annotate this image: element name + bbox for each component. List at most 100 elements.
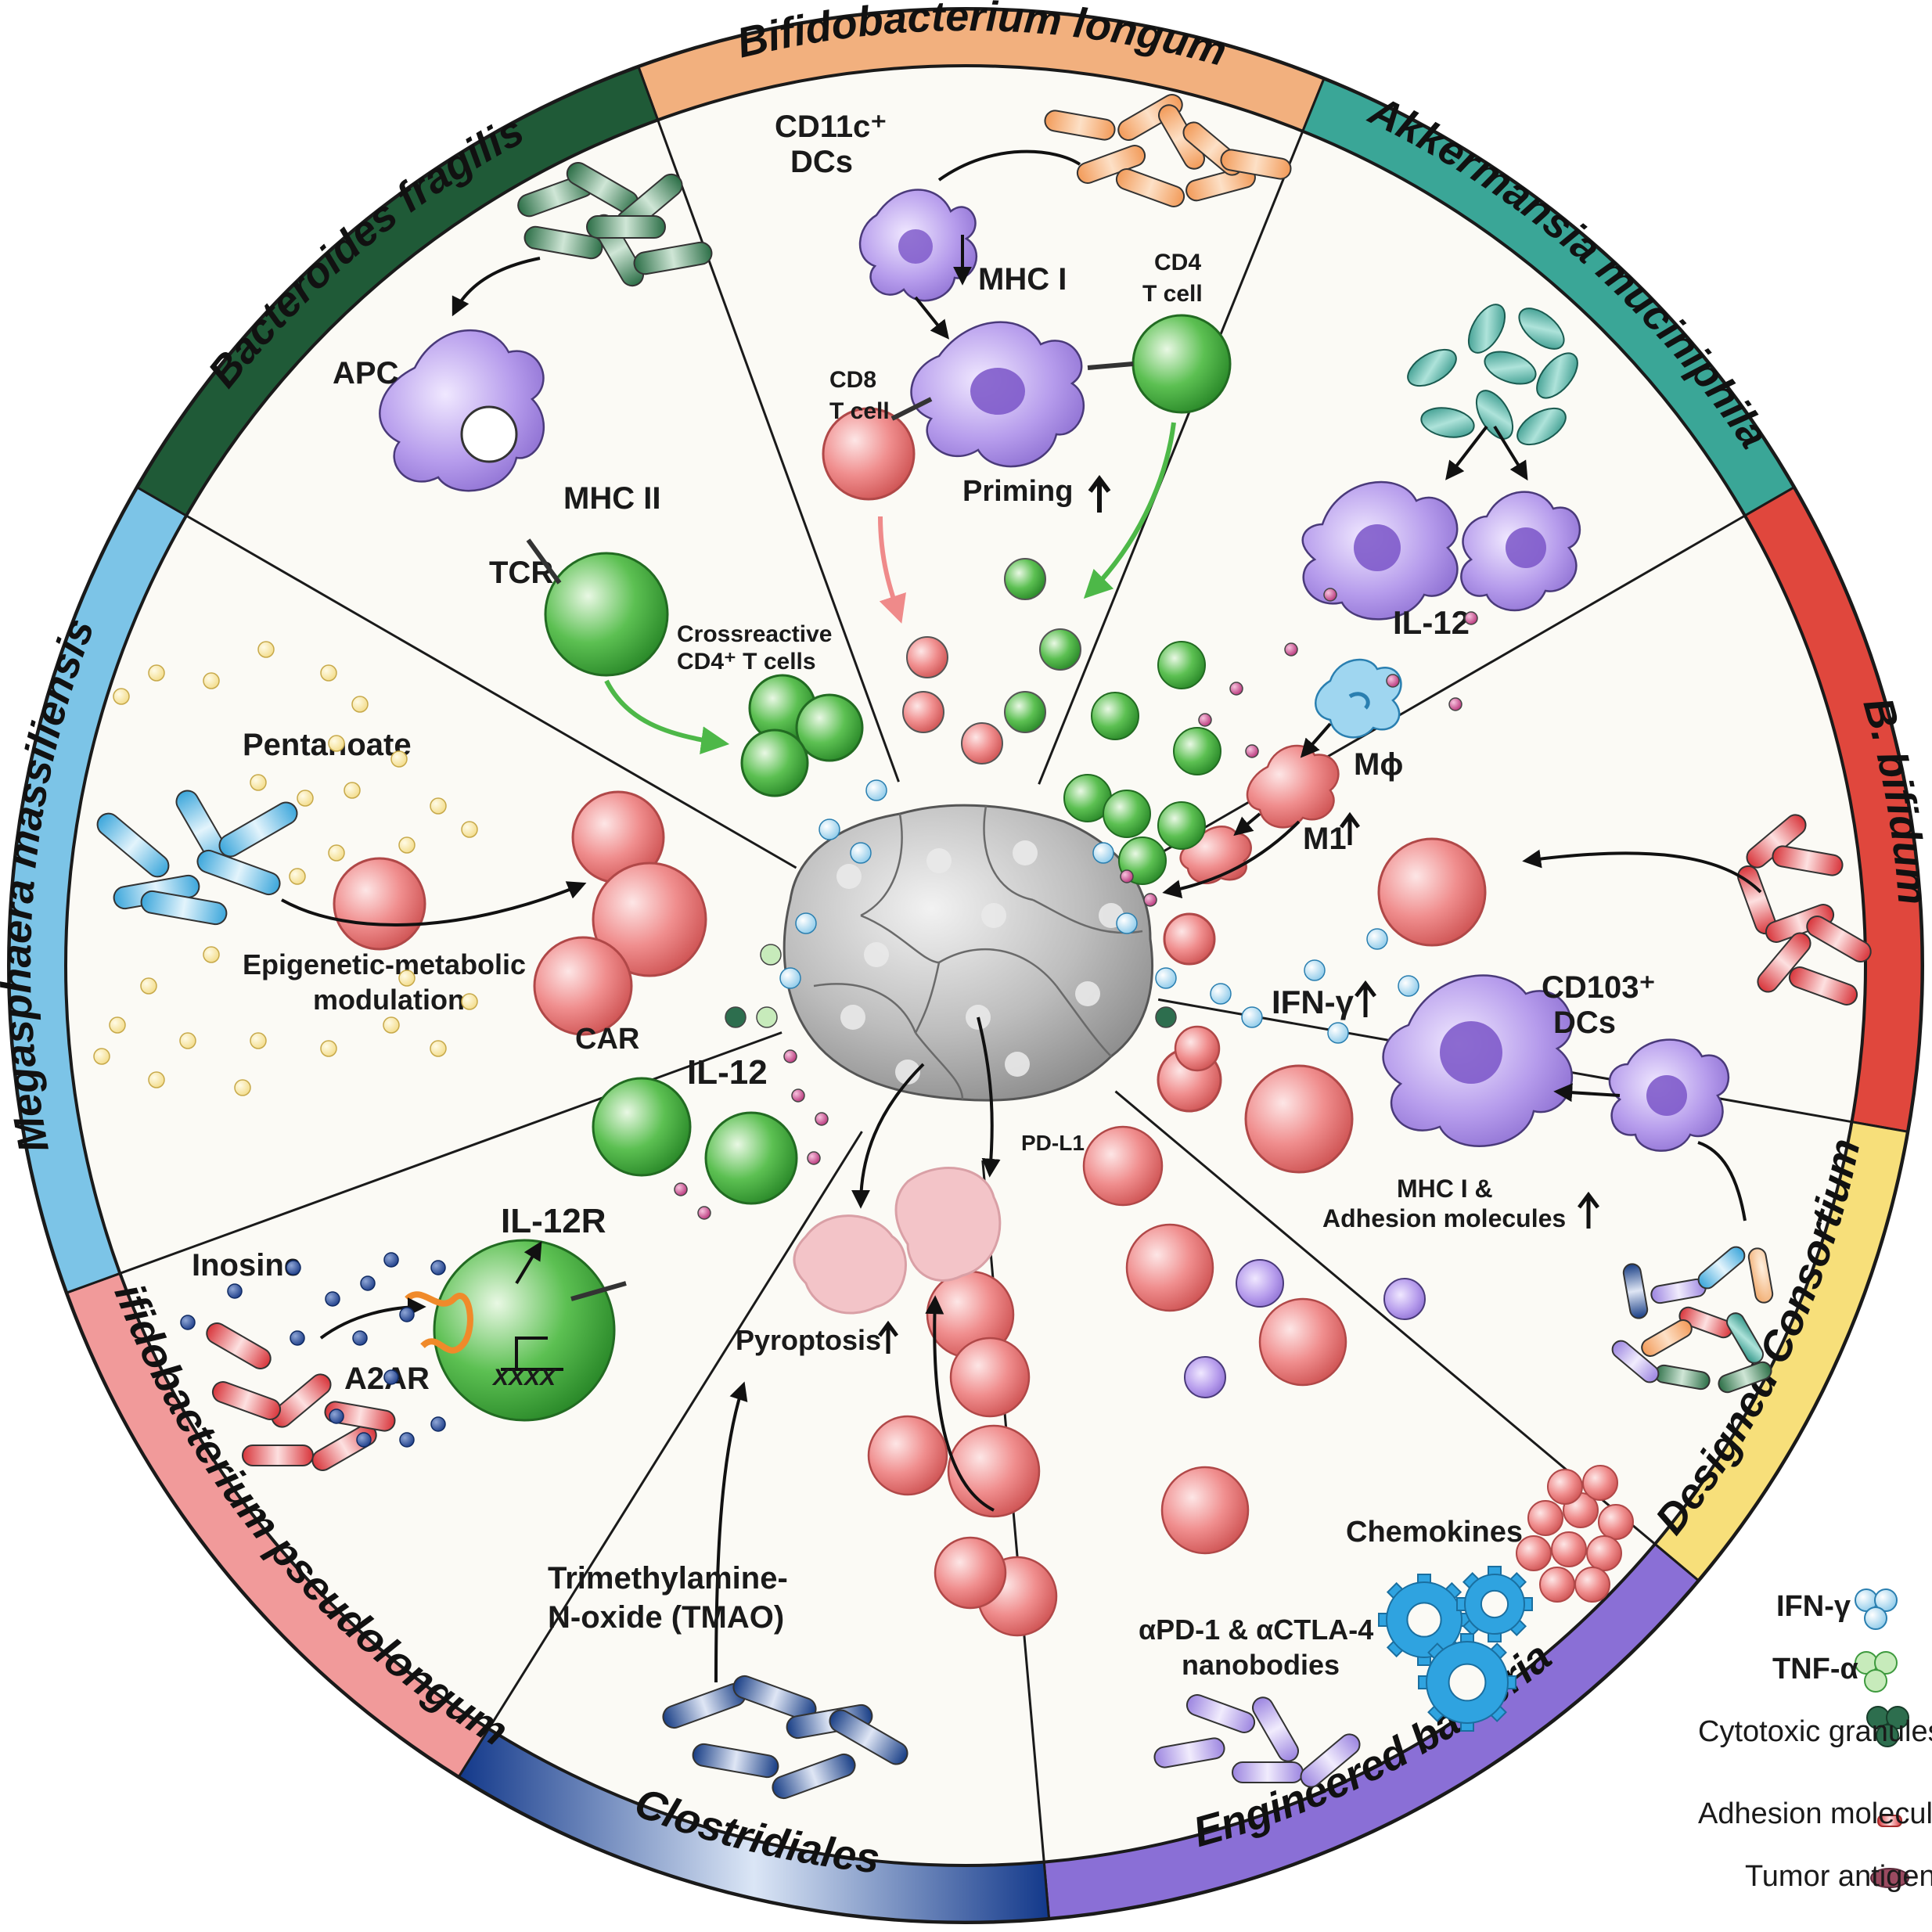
cd4-label-1: CD4 — [1154, 250, 1201, 275]
molecule-dot — [850, 842, 872, 864]
nanobody-label-1: αPD-1 & αCTLA-4 — [1139, 1614, 1373, 1646]
effector-t-cell — [906, 636, 948, 678]
molecule-dot — [461, 993, 478, 1010]
pdl1-label: PD-L1 — [1021, 1131, 1085, 1155]
dc-cell-bifidum-right — [1608, 1038, 1730, 1152]
crossreactive-label-1: Crossreactive — [677, 621, 832, 647]
cd8-cell-bifidum-bottom — [1244, 1064, 1354, 1174]
molecule-dot — [865, 779, 887, 801]
molecule-dot — [697, 1206, 711, 1220]
up-arrow-icon — [1355, 980, 1376, 1017]
molecule-dot — [398, 836, 416, 854]
molecule-dot — [756, 1006, 778, 1028]
panel-b-longum: CD11c⁺ DCs MHC I CD4 T cell CD8 T cell P… — [775, 94, 1292, 765]
cd4-t-cell-b-fragilis — [526, 538, 669, 677]
mhc-i-dc-cell — [910, 321, 1085, 468]
bacterium-rod — [206, 1322, 272, 1369]
chemokines-label: Chemokines — [1346, 1516, 1523, 1549]
molecule-dot — [1448, 697, 1462, 711]
bacterium-rod — [829, 1709, 908, 1765]
up-arrow-icon — [1088, 475, 1111, 513]
pyroptotic-cell-2 — [894, 1167, 1002, 1282]
car-t-cells — [533, 790, 707, 1036]
bacterium-rod — [196, 849, 281, 896]
molecule-dot — [1245, 744, 1259, 758]
molecule-dot — [1304, 959, 1326, 981]
molecule-dot — [140, 977, 157, 995]
inosine-molecules — [180, 1252, 446, 1448]
molecule-dot — [1155, 967, 1177, 989]
effector-t-cell — [1039, 628, 1081, 671]
cd8-t-cell — [1174, 1025, 1221, 1072]
molecule-dot — [1120, 869, 1134, 883]
crossreactive-label-2: CD4⁺ T cells — [677, 649, 816, 675]
epigenetic-label-1: Epigenetic-metabolic — [243, 948, 526, 980]
cd4-label-2: T cell — [1142, 281, 1203, 307]
bacterium-rod — [1747, 1247, 1774, 1304]
cd103-dc-cell — [1382, 974, 1574, 1147]
cd8-t-cell — [1173, 727, 1221, 775]
bacterium-rod — [1726, 1312, 1764, 1364]
molecule-dot — [328, 735, 345, 752]
cd8-t-cell — [1082, 1125, 1164, 1207]
legend-granule-label: Cytotoxic granules — [1698, 1715, 1932, 1748]
effector-t-cell — [1004, 691, 1046, 733]
molecule-dot — [1464, 611, 1478, 625]
molecule-dot — [351, 696, 369, 713]
mhc-i-label: MHC I — [978, 262, 1067, 297]
molecule-dot — [430, 1260, 446, 1275]
molecule-dot — [148, 1071, 165, 1088]
molecule-dot — [818, 818, 840, 840]
molecule-dot — [779, 967, 801, 989]
bacterium-rod — [271, 1373, 332, 1428]
molecule-dot — [290, 1330, 305, 1346]
bacterium-rod — [1788, 966, 1858, 1006]
molecule-dot — [807, 1151, 821, 1165]
molecule-dot — [297, 790, 314, 807]
molecule-dot — [1398, 975, 1419, 997]
akkermansia-bacterium — [1407, 348, 1457, 387]
chemokine-cluster — [1516, 1465, 1634, 1603]
tumor-mass — [783, 804, 1153, 1102]
akkermansia-bacterium — [1475, 390, 1514, 440]
adhesion-molecule-icon — [1877, 1815, 1902, 1827]
cd8-cell-bifidum-small-2 — [1163, 912, 1216, 966]
tmao-label-1: Trimethylamine- — [548, 1561, 788, 1596]
cd8-t-cell — [1258, 1297, 1347, 1387]
cd8-t-cell — [1157, 801, 1206, 850]
cd11c-dc-cell — [858, 189, 977, 302]
dendritic-cell — [1383, 1278, 1426, 1320]
cd8-t-cell — [1091, 692, 1139, 740]
bacterium-rod — [242, 1445, 314, 1466]
bacterium-rod — [1220, 149, 1292, 180]
molecule-dot — [430, 1040, 447, 1057]
th1-cell-large — [405, 1239, 627, 1422]
panel-b-bifidum: IFN-γ CD103⁺ DCs MHC I & Adhesion molecu… — [1157, 814, 1872, 1232]
bacterium-rod — [1806, 916, 1872, 962]
molecule-dot — [286, 1260, 301, 1275]
megasphaera-bacteria — [96, 790, 298, 926]
molecule-dot — [93, 1048, 110, 1065]
cd11c-label-1: CD11c⁺ — [775, 110, 887, 144]
cd8-t-cell — [1160, 1466, 1250, 1555]
molecule-dot — [320, 1040, 337, 1057]
bacterium-rod — [1611, 1340, 1660, 1383]
molecule-dot — [398, 970, 416, 987]
cytokine-molecules — [674, 588, 1478, 1220]
molecule-dot — [399, 1432, 415, 1448]
bacterium-rod — [324, 1401, 396, 1432]
molecule-dot — [725, 1006, 747, 1028]
molecule-dot — [795, 912, 817, 934]
clostridiales-cd8-cells — [867, 1337, 1031, 1610]
bacterium-rod — [1044, 110, 1116, 141]
cd8-t-cell-b-longum — [822, 397, 933, 501]
epigenetic-label-2: modulation — [313, 984, 465, 1016]
legend: IFN-γ TNF-α Cytotoxic granules Adhesion … — [1698, 1588, 1932, 1893]
mhc-adhesion-label-1: MHC I & — [1397, 1175, 1493, 1203]
molecule-dot — [1323, 588, 1337, 602]
molecule-dot — [344, 782, 361, 799]
m1-label: M1 — [1303, 822, 1347, 856]
bacterium-rod — [96, 812, 170, 878]
effector-t-cell — [1004, 558, 1046, 600]
molecule-dot — [352, 1330, 368, 1346]
